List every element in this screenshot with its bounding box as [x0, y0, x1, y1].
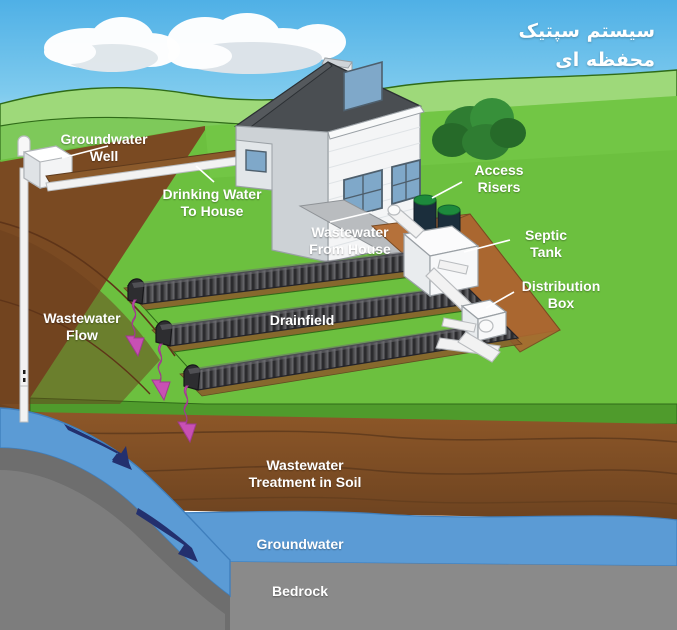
- lateral-pipe-2: [441, 317, 477, 333]
- lateral-pipe-1: [437, 259, 469, 275]
- window-front-right-mullions: [391, 163, 421, 200]
- chamber-1-top-highlight: [132, 248, 436, 288]
- cloud-right: [167, 13, 346, 74]
- window-front-left-mullions: [343, 175, 383, 213]
- leader-lines: [61, 145, 515, 309]
- leader-well: [61, 145, 109, 159]
- house-wing-window: [245, 149, 267, 173]
- lateral-pipe-4: [457, 331, 501, 363]
- chamber-2-top-highlight: [160, 284, 470, 330]
- well-casing-lower: [19, 385, 29, 423]
- flow-arrow-2: [151, 343, 171, 402]
- leader-access: [431, 181, 463, 199]
- bedrock-slope-2: [0, 470, 225, 630]
- flow-arrow-3: [177, 385, 197, 444]
- drainfield-row-1: [123, 248, 472, 331]
- house-window-1: [343, 61, 383, 112]
- left-earth-slope-shade: [0, 230, 160, 404]
- leader-septic: [463, 239, 511, 253]
- leader-wwhouse: [329, 211, 373, 223]
- page-title: سیستم سپتیک محفظه ای: [518, 20, 655, 71]
- leader-drinking: [195, 165, 215, 183]
- drainfield-row-2: [151, 284, 506, 373]
- leader-dbox: [485, 291, 515, 309]
- pipe-inlet-cap: [387, 204, 401, 216]
- well-casing: [19, 167, 29, 387]
- cloud-left: [44, 17, 180, 72]
- chamber-3-top-highlight: [188, 320, 506, 374]
- groundwater-flow-arrow-2: [136, 508, 198, 562]
- soil-strata-1: [29, 429, 677, 443]
- dbox-outlet-port: [478, 319, 494, 333]
- groundwater-flow-arrow-1: [64, 424, 132, 470]
- drainfield-row-3: [179, 320, 523, 397]
- house-gable-roof-edge: [327, 105, 425, 140]
- tree-cluster-right: [432, 98, 526, 160]
- flow-arrow-1: [125, 299, 145, 358]
